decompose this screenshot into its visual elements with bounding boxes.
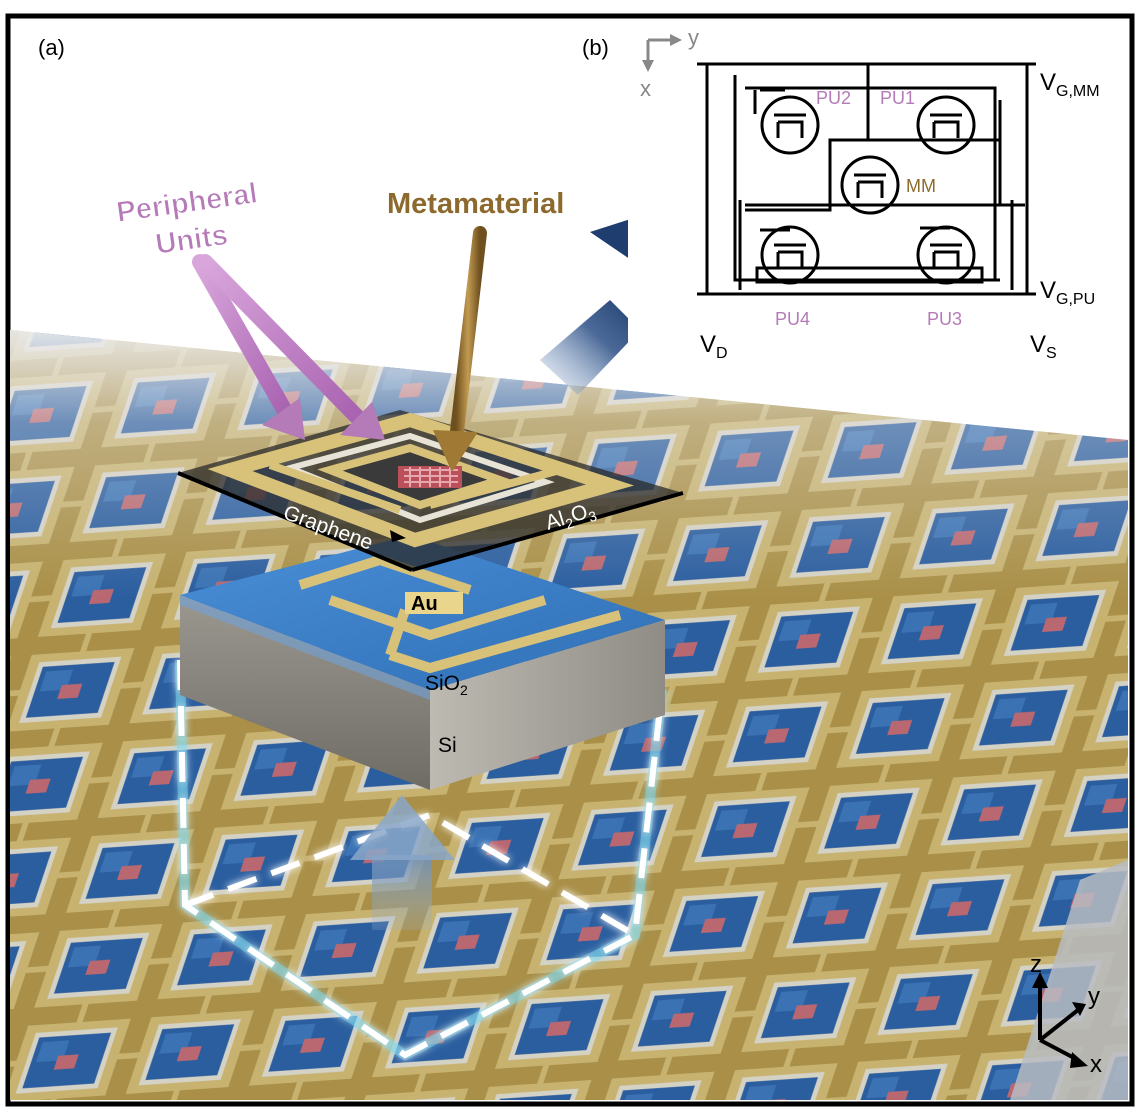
transistor-pu1 xyxy=(916,95,976,155)
metamaterial-patch xyxy=(398,466,462,488)
mm-label: MM xyxy=(906,176,936,196)
vd-label: VD xyxy=(700,331,728,362)
transistor-mm xyxy=(840,155,900,215)
transistor-pu3 xyxy=(916,225,976,285)
circuit-diagram: (b) y x xyxy=(582,20,1128,380)
metamaterial-arrow xyxy=(433,226,487,472)
pu1-label: PU1 xyxy=(880,88,915,108)
vg-pu-label: VG,PU xyxy=(1040,277,1095,308)
unit-cell-highlight xyxy=(175,659,667,1061)
vg-mm-label: VG,MM xyxy=(1040,69,1100,100)
pu3-label: PU3 xyxy=(927,309,962,329)
upward-arrow xyxy=(350,795,455,930)
au-label: Au xyxy=(411,593,438,615)
axis-y-label: y xyxy=(1088,983,1100,1010)
substrate-block xyxy=(180,535,665,790)
graphene-layer xyxy=(177,410,684,572)
axis-x-label: x xyxy=(1090,1051,1102,1078)
vs-label: VS xyxy=(1030,331,1057,362)
circuit-axis-x-label: x xyxy=(640,76,651,101)
axis-z-label: z xyxy=(1030,951,1042,978)
transistor-pu2 xyxy=(760,95,820,155)
peripheral-arrows xyxy=(192,254,385,440)
si-label: Si xyxy=(438,734,457,757)
metamaterial-label: Metamaterial xyxy=(387,188,564,220)
peripheral-units-label-line2: Units xyxy=(154,219,230,261)
circuit-xy-axes: y x xyxy=(640,25,699,101)
panel-a-label: (a) xyxy=(38,35,65,60)
sio2-label: SiO2 xyxy=(425,672,468,698)
circuit-axis-y-label: y xyxy=(688,25,699,50)
pu2-label: PU2 xyxy=(816,88,851,108)
xyz-axes: z y x xyxy=(1030,951,1102,1078)
transistor-pu4 xyxy=(760,225,820,285)
pu4-label: PU4 xyxy=(775,309,810,329)
panel-b-label: (b) xyxy=(582,35,609,60)
